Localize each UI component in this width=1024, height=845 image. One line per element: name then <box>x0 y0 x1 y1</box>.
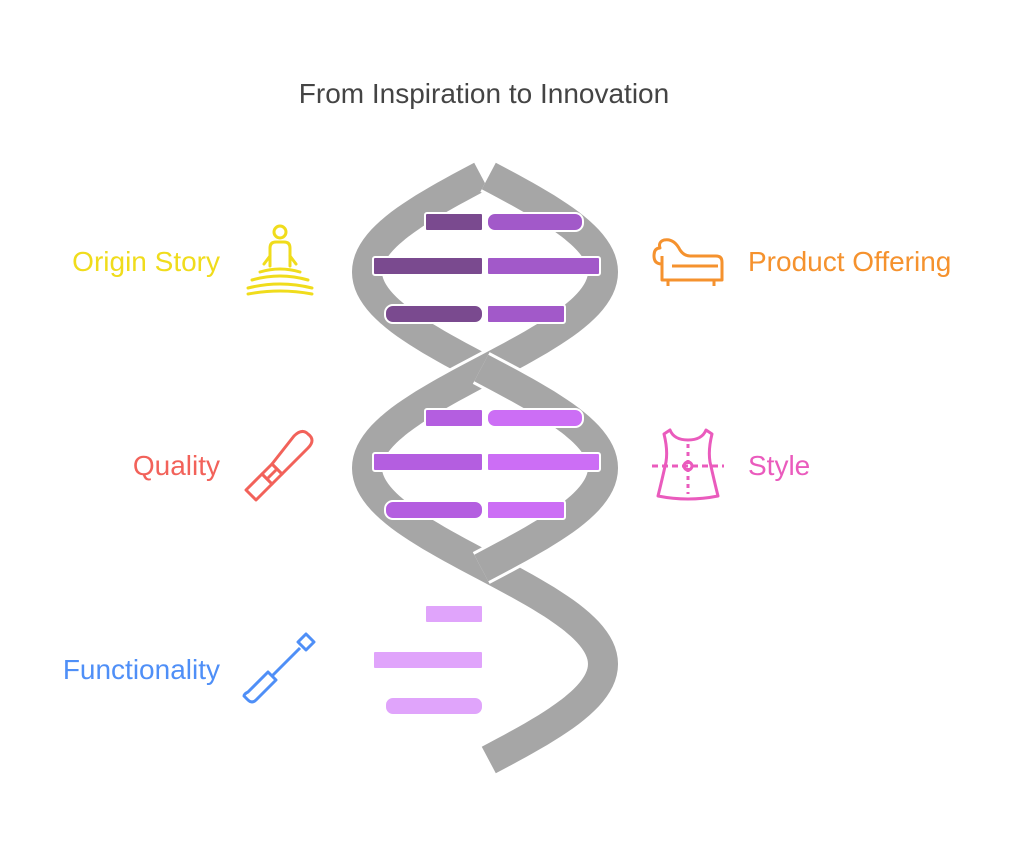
base-pair-left <box>372 650 484 670</box>
strand-a <box>351 162 619 774</box>
sofa-icon <box>652 238 724 286</box>
diagram-title: From Inspiration to Innovation <box>298 78 670 109</box>
strand-b-bottom <box>474 354 619 582</box>
label-quality: Quality <box>132 450 220 481</box>
base-pair-left <box>384 500 484 520</box>
tool-icon <box>242 632 316 704</box>
base-pair-left <box>424 408 484 428</box>
label-product-offering: Product Offering <box>748 246 952 277</box>
base-pair-right <box>486 212 584 232</box>
base-pair-right <box>486 452 601 472</box>
base-pair-left <box>384 696 484 716</box>
base-pair-left <box>372 452 484 472</box>
base-pair-left <box>384 304 484 324</box>
label-functionality: Functionality <box>62 654 220 685</box>
lipstick-icon <box>244 429 314 502</box>
base-pair-right <box>486 304 566 324</box>
base-pair-right <box>486 408 584 428</box>
dress-pattern-icon <box>652 428 724 501</box>
base-pair-right <box>486 500 566 520</box>
base-pair-left <box>372 256 484 276</box>
base-pair-right <box>486 256 601 276</box>
base-pair-left <box>424 212 484 232</box>
base-pair-left <box>424 604 484 624</box>
strand-b-top <box>351 162 496 386</box>
label-origin-story: Origin Story <box>72 246 220 277</box>
meditation-person-icon <box>246 224 314 296</box>
label-style: Style <box>748 450 811 481</box>
